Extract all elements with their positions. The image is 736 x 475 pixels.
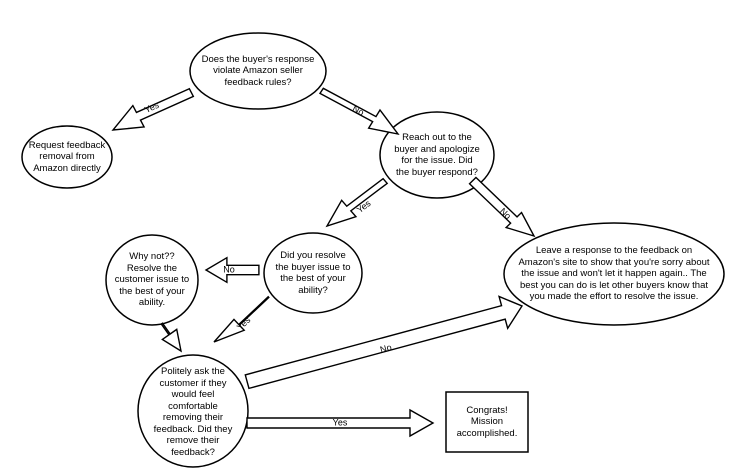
arrow-label-yes-4: Yes [333, 417, 348, 427]
arrow-no-to-reach-out [318, 87, 400, 136]
arrow-no-to-leave-2 [244, 295, 524, 390]
node-reach-out-text: Reach out to the buyer and apologize for… [394, 132, 480, 178]
node-q-violate-text: Does the buyer's response violate Amazon… [201, 53, 315, 88]
arrow-down-to-politely [160, 322, 182, 353]
arrow-no-to-why-not [204, 256, 260, 284]
arrow-label-no-1: No [351, 103, 366, 117]
node-why-not-shape [105, 234, 199, 326]
node-congrats-shape [445, 391, 529, 453]
arrow-yes-to-request [111, 87, 195, 131]
arrow-label-no-4: No [379, 342, 393, 355]
node-leave-response-text: Leave a response to the feedback on Amaz… [518, 245, 710, 303]
node-request-removal-text: Request feedback removal from Amazon dir… [28, 139, 106, 174]
node-congrats-text: Congrats! Mission accomplished. [456, 404, 518, 439]
arrow-no-to-leave [468, 176, 536, 238]
node-reach-out-shape [379, 111, 495, 199]
arrow-yes-to-politely [213, 295, 270, 343]
node-why-not-text: Why not?? Resolve the customer issue to … [114, 251, 190, 309]
node-politely-ask-shape [137, 354, 249, 468]
node-politely-ask-text: Politely ask the customer if they would … [153, 366, 233, 458]
node-request-removal-shape [21, 125, 113, 189]
node-leave-response-shape [503, 222, 725, 326]
arrow-label-no-3: No [223, 264, 235, 274]
node-q-violate-shape [189, 32, 327, 110]
arrow-yes-to-resolve [325, 177, 389, 228]
node-did-resolve-text: Did you resolve the buyer issue to the b… [275, 250, 351, 296]
node-did-resolve-shape [263, 232, 363, 314]
arrow-yes-to-congrats [246, 408, 435, 438]
